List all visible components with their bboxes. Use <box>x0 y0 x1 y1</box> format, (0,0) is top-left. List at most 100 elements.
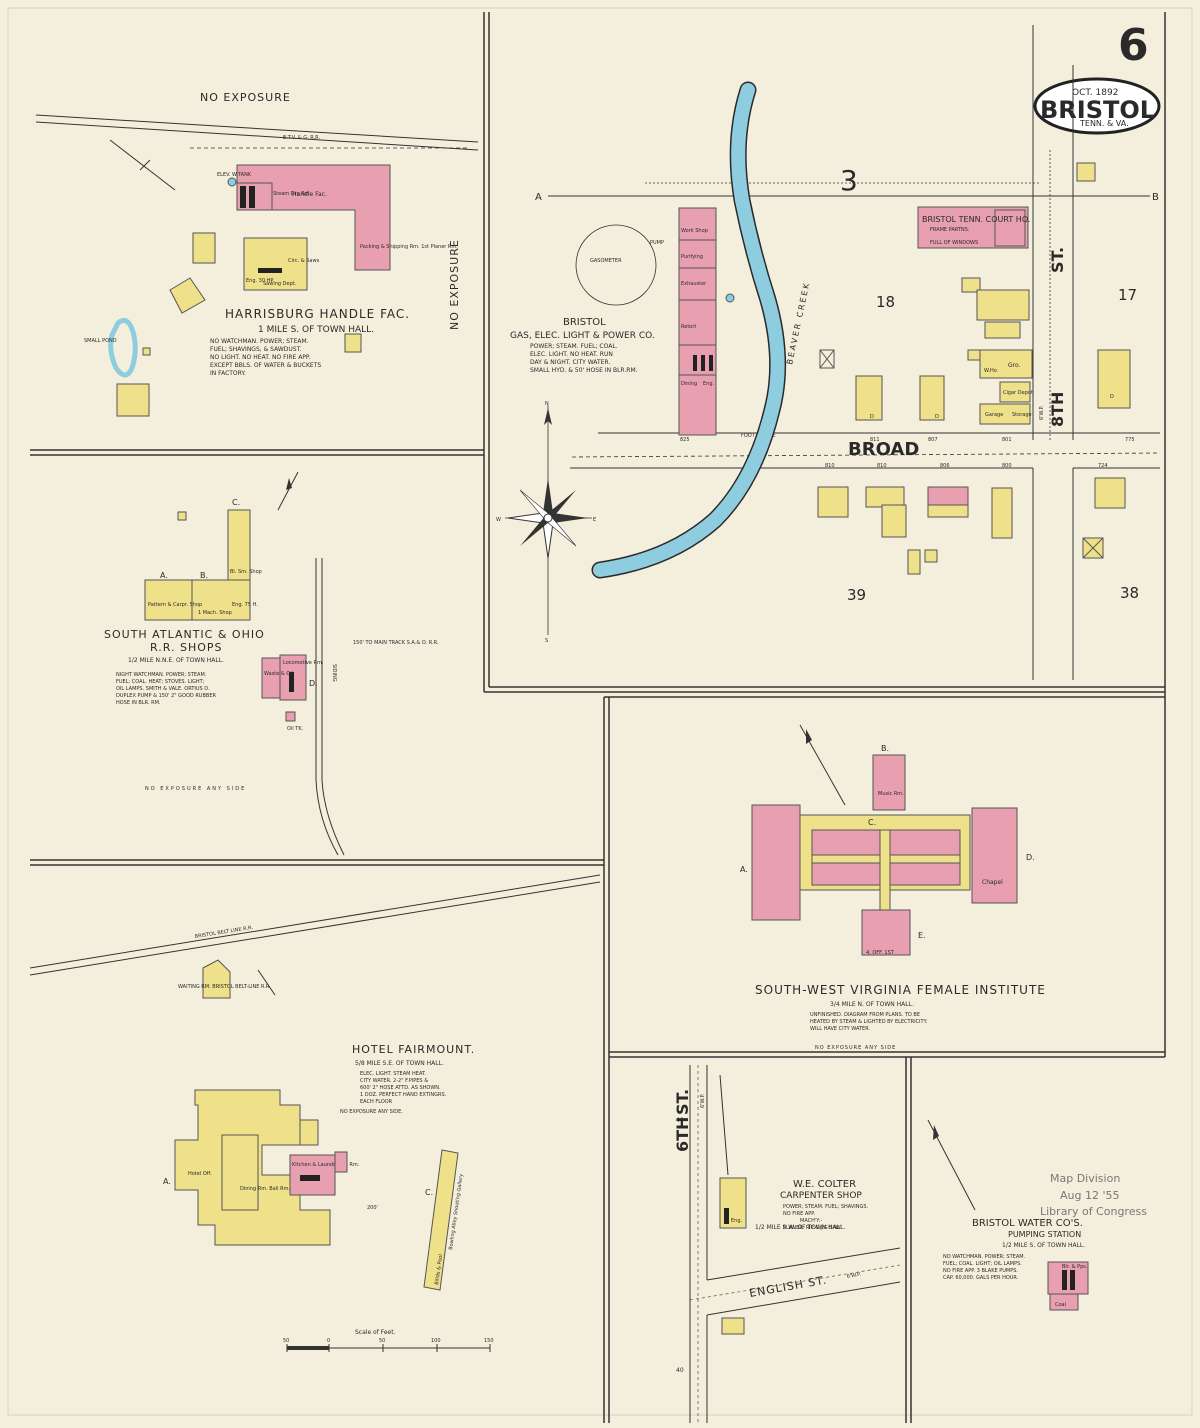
hotel-subtitle: 5/8 MILE S.E. OF TOWN HALL. <box>355 1060 444 1067</box>
hotel-note-3: 600' 2" HOSE ATTD. AS SHOWN. <box>360 1085 441 1091</box>
handle-fac-label: Handle Fac. <box>292 191 327 198</box>
house-806: 806 <box>940 463 950 469</box>
inst-label-c: C. <box>868 818 876 827</box>
bl-sm-shop: Bl. Sm. Shop <box>230 569 262 575</box>
bowling-alley-building <box>423 1149 459 1291</box>
pattern-shop: Pattern & Carpr. Shop <box>148 602 202 608</box>
water-note-1: NO WATCHMAN. POWER; STEAM. <box>943 1254 1026 1260</box>
water-co-title: BRISTOL WATER CO'S. <box>972 1218 1083 1229</box>
sa-subtitle: 1/2 MILE N.N.E. OF TOWN HALL. <box>128 657 224 664</box>
d-label-3: D <box>1110 394 1114 400</box>
sheet-date: OCT. 1892 <box>1072 88 1118 98</box>
no-exposure-top: NO EXPOSURE <box>200 91 291 104</box>
hotel-label-c: C. <box>425 1188 433 1197</box>
waiting-room-label: WAITING RM. BRISTOL BELT-LINE R.R. <box>178 984 271 990</box>
scale-label: Scale of Feet. <box>355 1329 396 1336</box>
packing-label: Packing & Shipping Rm. 1st Planer Rm. <box>360 244 458 250</box>
wing-a-building <box>751 804 801 921</box>
institute-title: SOUTH-WEST VIRGINIA FEMALE INSTITUTE <box>755 983 1046 997</box>
water-note-2: FUEL; COAL. LIGHT; OIL LAMPS. <box>943 1261 1022 1267</box>
room-dining: Dining <box>681 381 697 387</box>
small-pond <box>108 318 138 378</box>
compass-rose: N S E W <box>496 401 596 644</box>
pond-label: SMALL POND <box>84 338 117 344</box>
blr-label: Blr. & Pps. <box>1062 1264 1088 1270</box>
block-17: 17 <box>1118 286 1137 304</box>
block-40-top: 40 <box>676 1117 684 1124</box>
gas-note-2: ELEC. LIGHT. NO HEAT. RUN <box>530 351 613 358</box>
hotel-title: HOTEL FAIRMOUNT. <box>352 1043 475 1056</box>
room-exhauster: Exhauster <box>681 281 707 287</box>
gas-note-4: SMALL HYD. & 50' HOSE IN BLR.RM. <box>530 367 638 374</box>
house-724: 724 <box>1098 463 1108 469</box>
harrisburg-note-3: NO LIGHT. NO HEAT. NO FIRE APP. <box>210 354 311 361</box>
mach-shop: 1 Mach. Shop <box>198 610 232 616</box>
institute-no-exposure: NO EXPOSURE ANY SIDE <box>815 1045 896 1051</box>
city-title: BRISTOL <box>1040 96 1155 124</box>
scale-tick-0: 0 <box>327 1338 330 1344</box>
street-b: B <box>1152 192 1159 203</box>
machine-shop-building <box>144 579 251 621</box>
english-width: 6'W.P. <box>846 1271 862 1279</box>
sixth-st-suffix: ST. <box>673 1089 692 1115</box>
compass-n: N <box>545 401 549 407</box>
hotel-office-label: Hotel Off. <box>188 1171 212 1177</box>
colter-eng: Eng. <box>731 1218 743 1224</box>
hotel-note-5: EACH FLOOR <box>360 1099 393 1105</box>
house-810b: 810 <box>877 463 887 469</box>
sawing-label: Sawing Dept. <box>263 281 297 287</box>
colter-note-3: MACH'Y:- <box>800 1218 822 1224</box>
shop-cigar: Cigar Depot <box>1003 390 1033 396</box>
hotel-note-4: 1 DOZ. PERFECT HAND EXTINGRS. <box>360 1092 447 1098</box>
court-note: FRAME PARTNS. <box>930 227 970 233</box>
wing-e-building <box>861 909 911 956</box>
hotel-note-1: ELEC. LIGHT. STEAM HEAT. <box>360 1071 426 1077</box>
sa-note-5: HOSE IN BLR. RM. <box>116 700 161 706</box>
institute-panel: B. Music Rm. C. A. Chapel D. E. 4. OFF. … <box>740 724 1046 1051</box>
gasometer <box>575 224 657 306</box>
court-house-label: BRISTOL TENN. COURT HO. <box>922 215 1030 224</box>
stamp-line-3: Library of Congress <box>1040 1205 1147 1218</box>
hotel-label-a: A. <box>163 1177 171 1186</box>
room-work-shop: Work Shop <box>681 228 708 234</box>
water-note-4: CAP. 60,000. GALS PER HOUR. <box>943 1275 1019 1281</box>
billiards-label: Billds & Pool <box>434 1254 444 1285</box>
sa-no-exposure: NO EXPOSURE ANY SIDE <box>145 786 246 792</box>
block-38: 38 <box>1120 584 1139 602</box>
state-label: TENN. & VA. <box>1079 119 1129 128</box>
gas-note-1: POWER; STEAM. FUEL; COAL. <box>530 343 618 350</box>
colter-title: W.E. COLTER <box>793 1179 856 1190</box>
water-co-panel: BRISTOL WATER CO'S. PUMPING STATION 1/2 … <box>927 1119 1147 1311</box>
room-purifying: Purifying <box>681 254 703 260</box>
stamp-line-1: Map Division <box>1050 1172 1120 1185</box>
oil-tank-label: Oil TK. <box>287 726 304 732</box>
block-18: 18 <box>876 293 895 311</box>
institute-note-1: UNFINISHED. DIAGRAM FROM PLANS. TO BE <box>810 1012 920 1018</box>
sa-note-1: NIGHT WATCHMAN. POWER; STEAM. <box>116 672 207 678</box>
scale-tick-50: 50 <box>379 1338 385 1344</box>
water-co-subtitle: 1/2 MILE S. OF TOWN HALL. <box>1002 1242 1085 1249</box>
inst-label-a: A. <box>740 865 748 874</box>
water-note-3: NO FIRE APP. 3 BLAKE PUMPS. <box>943 1268 1018 1274</box>
sheet-number: 6 <box>1118 20 1149 71</box>
sa-title-2: R.R. SHOPS <box>150 641 223 654</box>
sa-shops-panel: C. A. B. Bl. Sm. Shop Pattern & Carpr. S… <box>104 471 439 856</box>
house-800: 800 <box>1002 463 1012 469</box>
colter-title-2: CARPENTER SHOP <box>780 1191 862 1201</box>
gasometer-label: GASOMETER <box>590 258 622 264</box>
sa-label-a: A. <box>160 571 168 580</box>
chapel-building <box>971 807 1018 904</box>
stamp-line-2: Aug 12 '55 <box>1060 1189 1120 1202</box>
shop-storage: Storage <box>1012 412 1032 418</box>
sixth-width: 6'W.P. <box>700 1093 706 1108</box>
hotel-note-2: CITY WATER. 2-2" F.PIPES & <box>360 1078 428 1084</box>
colter-note-1: POWER; STEAM. FUEL; SHAVINGS. <box>783 1204 869 1210</box>
institute-note-2: HEATED BY STEAM & LIGHTED BY ELECTRICITY… <box>810 1019 928 1025</box>
court-note-2: FULL OF WINDOWS <box>930 240 978 246</box>
saws-label: Circ. & Saws <box>288 258 320 264</box>
harrisburg-title: HARRISBURG HANDLE FAC. <box>225 307 410 321</box>
scale-tick-50a: 50 <box>283 1338 289 1344</box>
waste-label: Waste & Oil <box>264 671 293 677</box>
coal-label: Coal <box>1055 1302 1066 1308</box>
